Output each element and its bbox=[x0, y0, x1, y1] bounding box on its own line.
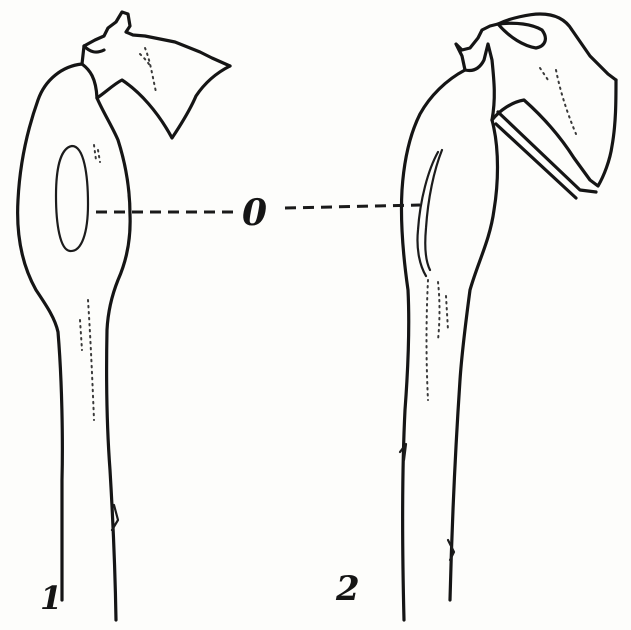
specimen-2-right-outline bbox=[450, 120, 498, 600]
specimen-2-shaft-stipple-3 bbox=[446, 296, 448, 330]
leader-line-right bbox=[285, 205, 420, 208]
specimen-2-rod-bottom bbox=[496, 124, 576, 198]
specimen-1-notch bbox=[82, 46, 104, 98]
specimen-1-oval-opening bbox=[56, 146, 88, 251]
leader-label-zero: 0 bbox=[242, 195, 267, 231]
specimen-2 bbox=[400, 14, 616, 620]
specimen-2-shaft-stipple bbox=[427, 280, 429, 400]
specimen-1-left-outline bbox=[18, 64, 82, 600]
specimen-2-upper-process bbox=[492, 80, 616, 186]
panel-label-2: 2 bbox=[336, 572, 360, 606]
specimen-1-head-stipple bbox=[145, 48, 156, 92]
specimen-1-oval-stipple bbox=[94, 145, 100, 162]
specimen-1-upper-process bbox=[97, 66, 230, 138]
specimen-2-notch bbox=[465, 44, 494, 120]
specimen-2-head-inner bbox=[498, 23, 545, 48]
specimen-2-head-stipple-2 bbox=[540, 68, 548, 80]
specimen-1-head bbox=[82, 12, 230, 66]
specimen-1-right-outline bbox=[97, 98, 130, 620]
specimen-1 bbox=[18, 12, 230, 620]
specimen-1-shaft-stipple bbox=[88, 300, 94, 420]
specimen-2-shaft-stipple-2 bbox=[438, 282, 440, 340]
specimen-1-shaft-stipple-2 bbox=[80, 320, 82, 350]
specimen-2-head-stipple bbox=[556, 70, 576, 134]
panel-label-1: 1 bbox=[40, 582, 62, 614]
specimen-2-left-outline bbox=[401, 70, 465, 620]
specimen-2-slit-opening-inner bbox=[425, 150, 442, 270]
